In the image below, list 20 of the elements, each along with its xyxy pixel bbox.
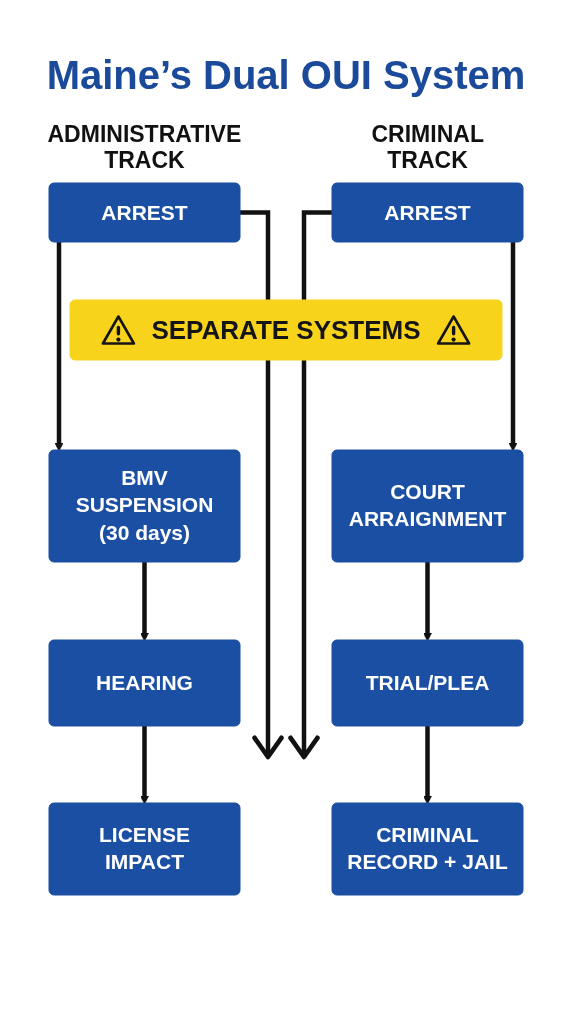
node-box: CRIMINAL RECORD + JAIL (331, 802, 524, 896)
node-box: COURT ARRAIGNMENT (331, 449, 524, 563)
title: Maine’s Dual OUI System (45, 52, 527, 98)
node-box: SEPARATE SYSTEMS (69, 299, 503, 361)
node-box: ARREST (331, 182, 524, 243)
node-box: HEARING (48, 639, 241, 727)
arrow (508, 242, 518, 452)
node-box: LICENSE IMPACT (48, 802, 241, 896)
node-box: ARREST (48, 182, 241, 243)
arrow (240, 210, 284, 760)
node-box: TRIAL/PLEA (331, 639, 524, 727)
arrow (140, 726, 149, 805)
arrow (288, 210, 332, 760)
arrow (140, 562, 149, 642)
arrow (54, 242, 64, 452)
arrow (423, 726, 432, 805)
track-heading: CRIMINAL TRACK (371, 121, 484, 173)
arrow (423, 562, 432, 642)
track-heading: ADMINISTRATIVE TRACK (47, 121, 242, 173)
node-box: BMV SUSPENSION (30 days) (48, 449, 241, 563)
